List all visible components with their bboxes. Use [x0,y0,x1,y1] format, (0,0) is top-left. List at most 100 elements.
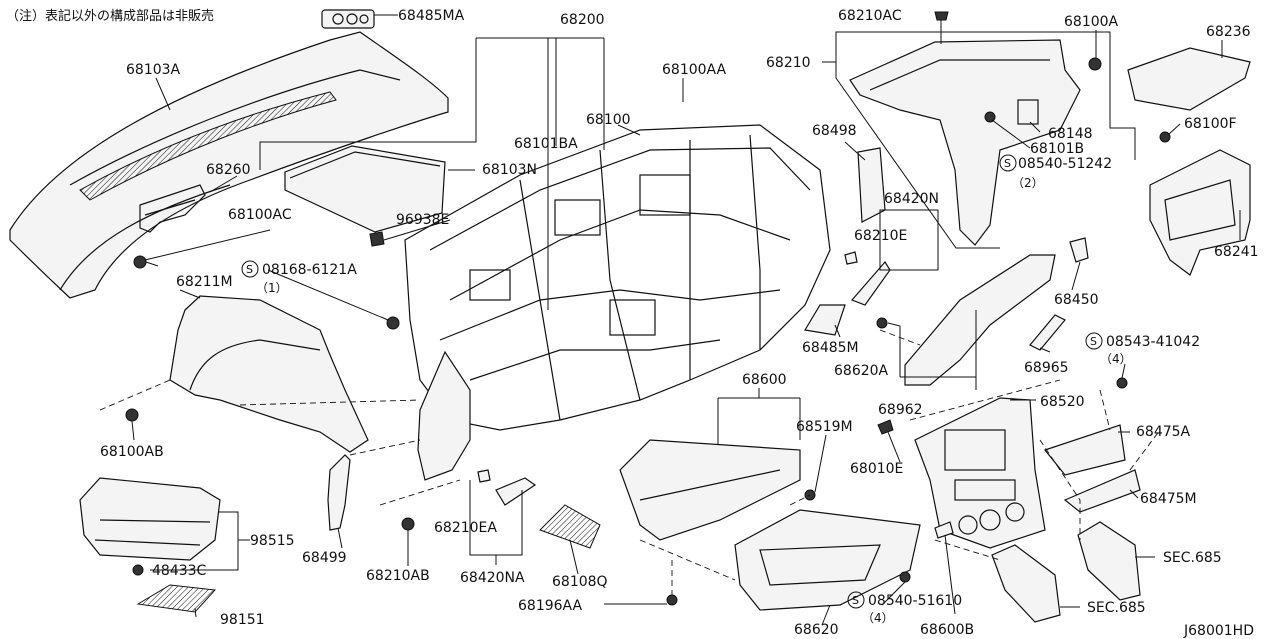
label-sec685-b: SEC.685 [1087,600,1146,616]
part-68499-shape [327,454,351,531]
part-68210-shape [849,39,1081,246]
label-68100: 68100 [586,112,631,128]
part-68620-shape [734,509,921,611]
label-68485MA: 68485MA [398,8,465,24]
assembly-dashes [99,329,1161,595]
label-68236: 68236 [1206,24,1251,40]
label-68103A: 68103A [126,62,181,78]
label-68100AC: 68100AC [228,207,292,223]
part-68210AB-shape [401,517,415,531]
screw-qty: （4） [1100,352,1132,366]
label-98151: 98151 [220,612,265,628]
screw-qty: （2） [1012,176,1044,190]
part-68210EA-shape [477,469,537,506]
label-68620: 68620 [794,622,839,638]
part-68260-shape [139,184,206,233]
label-68103N: 68103N [482,162,537,178]
screw-qty: （1） [256,281,288,295]
part-68103N-shape [284,145,446,233]
part-68475A-shape [1043,424,1126,476]
screw-code: 08168-6121A [262,262,357,278]
part-68498-shape [857,147,886,223]
label-sec685-a: SEC.685 [1163,550,1222,566]
label-68100AA: 68100AA [662,62,727,78]
part-96938E-shape [369,231,385,247]
label-68196AA: 68196AA [518,598,583,614]
label-68520: 68520 [1040,394,1085,410]
label-68010E: 68010E [850,461,903,477]
screw-symbol: S [1090,335,1097,348]
label-68475M: 68475M [1140,491,1197,507]
part-sec685-b-shape [991,544,1061,623]
label-68600: 68600 [742,372,787,388]
part-68450-shape [1069,237,1089,263]
part-68236-shape [1127,47,1251,111]
part-68241-shape [1149,149,1251,276]
leader-lines [144,14,1241,626]
screw-symbol: S [852,594,859,607]
screw-code: 08540-51242 [1018,156,1112,172]
part-68100F-shape [1159,131,1171,143]
screw-qty: （4） [862,611,894,625]
screw-08540-51610-shape [899,571,911,583]
label-68211M: 68211M [176,274,233,290]
label-68101B: 68101B [1030,141,1084,157]
label-96938E: 96938E [396,212,449,228]
screw-08168-shape [386,316,400,330]
part-48433C-shape [132,564,144,576]
label-68962: 68962 [878,402,923,418]
part-68210E-shape [844,251,891,306]
label-68620A: 68620A [834,363,889,379]
part-98151-shape [136,584,217,613]
part-68101B-shape [984,111,996,123]
label-98515: 98515 [250,533,295,549]
screw-spec-08543-41042: S 08543-41042 （4） [1085,332,1200,366]
label-68200: 68200 [560,12,605,28]
label-68210AC: 68210AC [838,8,902,24]
part-68100AB-shape [125,408,139,441]
label-48433C: 48433C [152,563,207,579]
part-68965-shape [1029,314,1066,351]
label-68450: 68450 [1054,292,1099,308]
label-68100F: 68100F [1184,116,1237,132]
part-68620A-shape [876,317,888,329]
label-68420NA: 68420NA [460,570,525,586]
label-68108Q: 68108Q [552,574,608,590]
label-68100A: 68100A [1064,14,1119,30]
diagram-code: J68001HD [1183,623,1254,639]
part-68108Q-shape [539,504,601,549]
label-68600B: 68600B [920,622,974,638]
label-68210E: 68210E [854,228,907,244]
label-68148: 68148 [1048,126,1093,142]
label-68100AB: 68100AB [100,444,164,460]
screw-code: 08540-51610 [868,593,962,609]
label-68260: 68260 [206,162,251,178]
part-column-shape [417,350,471,481]
label-68485M: 68485M [802,340,859,356]
part-68148-shape [1017,99,1039,125]
screw-spec-08168-6121A: S 08168-6121A （1） [241,260,357,295]
part-68475M-shape [1063,469,1141,513]
label-68241: 68241 [1214,244,1259,260]
part-68211M-shape [169,295,369,453]
part-68100A-shape [1088,57,1102,71]
label-68965: 68965 [1024,360,1069,376]
label-68210AB: 68210AB [366,568,430,584]
part-68196AA-shape [666,594,678,606]
part-68485MA-shape [321,9,375,29]
screw-spec-08540-51242: S 08540-51242 （2） [999,154,1112,190]
label-68475A: 68475A [1136,424,1191,440]
label-68499: 68499 [302,550,347,566]
screw-08543-shape [1116,377,1128,389]
part-68962-shape [904,254,1056,386]
label-68101BA: 68101BA [514,136,578,152]
screw-code: 08543-41042 [1106,334,1200,350]
part-labels: 68485MA 68200 68210AC 68100A 68236 68103… [100,8,1259,638]
screw-spec-08540-51610: S 08540-51610 （4） [847,591,962,625]
label-68420N: 68420N [884,191,939,207]
part-98515-shape [79,477,221,561]
part-68010E-shape [877,419,894,435]
screw-symbol: S [1004,157,1011,170]
part-68520-shape [914,397,1046,549]
